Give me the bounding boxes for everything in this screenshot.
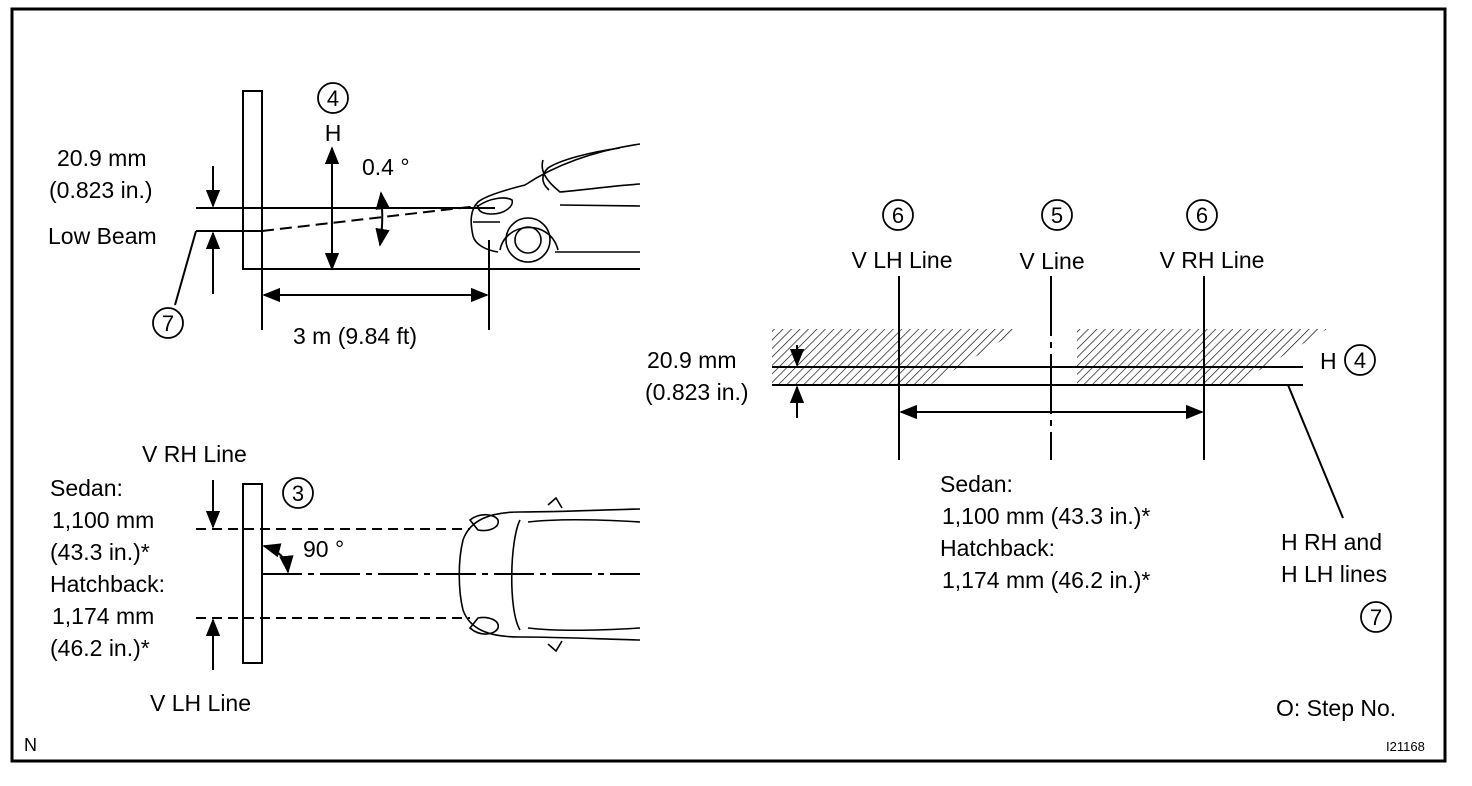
- offset-in-label: (0.823 in.): [49, 177, 153, 203]
- screen-offset-in: (0.823 in.): [645, 379, 749, 405]
- angle-arc: [375, 191, 390, 247]
- screen-offset-mm: 20.9 mm: [647, 347, 736, 373]
- h-label-side: H: [325, 120, 342, 146]
- angle-label: 0.4 °: [362, 154, 410, 180]
- offset-mm-label: 20.9 mm: [57, 145, 146, 171]
- screen-hatch-label: Hatchback:: [940, 535, 1055, 561]
- aiming-screen-top: [242, 483, 263, 664]
- beam-cutoff-line: [261, 205, 479, 232]
- step-number-top: 3: [292, 481, 304, 506]
- h-lines-label-2: H LH lines: [1281, 561, 1387, 587]
- step-marker-7-screen: [1360, 601, 1392, 633]
- rh-beam-pattern: [1077, 329, 1327, 385]
- screen-view: [772, 276, 1344, 519]
- top-v-lh-label: V LH Line: [150, 690, 251, 716]
- step-marker-7-side: [152, 307, 184, 339]
- leader-step-7: [174, 230, 197, 306]
- step-marker-5: [1041, 199, 1073, 231]
- step-marker-6-left: [882, 199, 914, 231]
- screen-sedan-label: Sedan:: [940, 471, 1013, 497]
- screen-sedan-value: 1,100 mm (43.3 in.)*: [942, 503, 1150, 529]
- screen-view-labels: 6 V LH Line 5 V Line 6 V RH Line 20.9 mm…: [645, 199, 1392, 633]
- step-marker-4-screen: [1344, 344, 1376, 376]
- step-legend: O: Step No.: [1276, 695, 1396, 721]
- side-view-labels: 4 H 0.4 ° 20.9 mm (0.823 in.) Low Beam 3…: [48, 82, 417, 349]
- right-angle-label: 90 °: [303, 536, 344, 562]
- step-number-side-h: 4: [327, 86, 339, 111]
- top-hatch-in: (46.2 in.)*: [50, 635, 150, 661]
- figure-frame: [10, 7, 1447, 763]
- top-v-rh-label: V RH Line: [142, 441, 247, 467]
- h-lines-label-1: H RH and: [1281, 529, 1382, 555]
- top-sedan-mm: 1,100 mm: [52, 507, 154, 533]
- step-marker-4-side: [317, 82, 349, 114]
- top-view: [196, 480, 641, 670]
- top-hatch-mm: 1,174 mm: [52, 603, 154, 629]
- side-view: [174, 90, 641, 330]
- screen-v-rh-label: V RH Line: [1160, 247, 1265, 273]
- corner-letter: N: [24, 735, 37, 755]
- step-number-vlh: 6: [892, 203, 904, 228]
- top-hatch-label: Hatchback:: [50, 571, 165, 597]
- step-marker-6-right: [1186, 199, 1218, 231]
- car-top-illustration: [458, 496, 641, 653]
- screen-h-label: H: [1320, 348, 1337, 374]
- footer: O: Step No. N I21168: [24, 695, 1425, 755]
- screen-v-lh-label: V LH Line: [851, 247, 952, 273]
- step-number-vrh: 6: [1196, 203, 1208, 228]
- aiming-screen-side: [242, 90, 263, 270]
- right-angle-arc: [262, 543, 294, 574]
- step-number-v: 5: [1051, 203, 1063, 228]
- lh-beam-pattern: [772, 329, 1020, 385]
- low-beam-label: Low Beam: [48, 223, 157, 249]
- screen-v-line-label: V Line: [1019, 248, 1084, 274]
- step-number-screen-h: 4: [1354, 348, 1366, 373]
- top-view-labels: V RH Line 3 90 ° Sedan: 1,100 mm (43.3 i…: [50, 441, 344, 716]
- screen-hatch-value: 1,174 mm (46.2 in.)*: [942, 567, 1150, 593]
- top-sedan-label: Sedan:: [50, 475, 123, 501]
- distance-label: 3 m (9.84 ft): [293, 323, 417, 349]
- step-number-hrh: 7: [1370, 605, 1382, 630]
- leader-h-lines: [1287, 384, 1344, 519]
- figure-id: I21168: [1386, 739, 1425, 754]
- step-marker-3: [282, 477, 314, 509]
- top-sedan-in: (43.3 in.)*: [50, 539, 150, 565]
- step-number-side-low: 7: [162, 311, 174, 336]
- car-side-illustration: [470, 143, 641, 263]
